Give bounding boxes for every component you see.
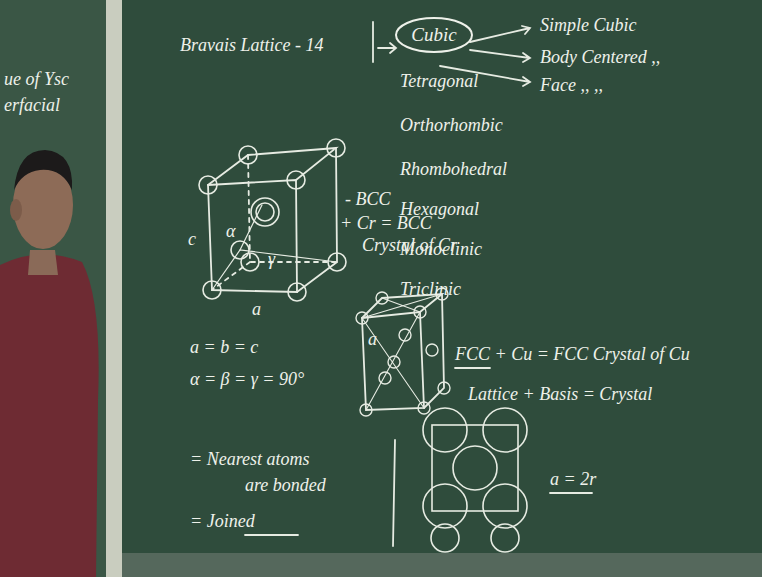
lecturer (0, 150, 99, 577)
chalk-text: Rhombohedral (400, 160, 507, 180)
chalk-text: - BCC (345, 190, 391, 210)
chalk-text: Body Centered ,, (540, 48, 660, 68)
chalk-text: c (188, 230, 196, 250)
chalk-text: a (368, 330, 377, 350)
chalk-text: FCC + Cu = FCC Crystal of Cu (455, 345, 690, 365)
node-text: Cubic (411, 24, 456, 46)
chalk-text: Orthorhombic (400, 116, 503, 136)
chalk-text: Face ,, ,, (540, 76, 603, 96)
chalk-text: ue of Ysc (4, 70, 69, 90)
chalk-text: + Cr = BCC (340, 214, 432, 234)
chalk-text: α (226, 222, 235, 242)
chalk-text: a = b = c (190, 338, 258, 358)
chalk-text: Triclinic (400, 280, 461, 300)
circled-term: Cubic (394, 16, 474, 54)
chalk-text: are bonded (245, 476, 326, 496)
chalk-text: = Joined (190, 512, 255, 532)
chalk-text: Lattice + Basis = Crystal (468, 385, 652, 405)
chalk-text: Tetragonal (400, 72, 478, 92)
chalk-text: a = 2r (550, 470, 596, 490)
chalk-text: γ (268, 250, 275, 270)
chalk-text: erfacial (4, 96, 60, 116)
chalk-text: Crystal of Cr (362, 236, 457, 256)
chalk-text: Bravais Lattice - 14 (180, 36, 323, 56)
chalk-text: Simple Cubic (540, 16, 637, 36)
chalk-text: a (252, 300, 261, 320)
chalk-text: α = β = γ = 90° (190, 370, 304, 390)
chalk-text: = Nearest atoms (190, 450, 309, 470)
